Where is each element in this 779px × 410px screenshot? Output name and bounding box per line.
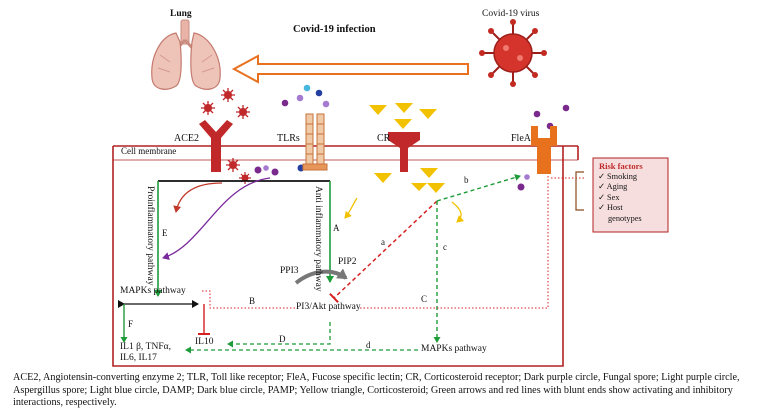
ace2-receptor-icon [199,120,233,172]
lung-icon [151,19,221,90]
flea-receptor-icon [531,126,557,174]
risk-item-genotypes: genotypes [608,213,642,223]
risk-factors-box [575,157,669,233]
risk-item-smoking: ✓ Smoking [598,172,637,181]
ppi3-pip2-arrow [294,268,348,285]
ace2-label: ACE2 [174,133,199,144]
cr-label: CR [377,133,391,144]
edge-label-E: E [162,228,168,238]
activate-line-b [436,174,521,202]
edge-label-b: b [464,175,469,185]
edge-label-A: A [333,223,340,233]
cr-receptor-icon [388,132,420,172]
tlrs-label: TLRs [277,133,300,144]
mapks-il10-link [118,300,210,343]
figure-caption: ACE2, Angiotensin-converting enzyme 2; T… [13,372,740,408]
infection-arrow [231,54,469,84]
edge-label-d: d [366,340,371,350]
il10-label: IL10 [195,337,214,347]
edge-label-F: F [128,319,134,329]
virus-particles [201,88,251,184]
edge-label-D: D [279,334,286,344]
anti-inflammatory-label: Anti inflammatory pathway [313,186,323,292]
purple-curve-arrow [162,177,271,260]
pi3-akt-label: PI3/Akt pathway [296,302,361,312]
risk-factors-list: ✓ Smoking ✓ Aging ✓ Sex ✓ Host genotypes [598,172,642,224]
risk-factors-title: Risk factors [599,161,643,171]
edge-label-C: C [421,294,428,304]
receptor-link-arrows [154,180,334,297]
virus-label: Covid-19 virus [482,9,540,19]
proinflammatory-label: Proinflammatory pathway [145,186,155,286]
tlrs-receptor-icon [302,113,328,171]
edge-label-c: c [443,242,447,252]
cytokines-label-2: IL6, IL17 [120,353,157,363]
flea-label: FleA [511,133,531,144]
cell-membrane-label: Cell membrane [121,146,177,156]
inhibit-line-a [329,200,438,304]
infection-label: Covid-19 infection [293,24,376,35]
yellow-arrow-right [451,201,465,223]
cytokines-label-1: IL1 β, TNFα, [120,342,171,352]
inhibit-line-B [202,290,296,309]
mapks-left-label: MAPKs pathway [120,286,186,296]
corticosteroid-triangles [369,103,445,193]
yellow-arrow-left [344,197,358,219]
mapks-bottom-label: MAPKs pathway [421,344,487,354]
edge-label-B: B [249,296,256,306]
activate-line-D [227,322,331,348]
cell-membrane-box [112,145,579,367]
edge-label-a: a [381,237,385,247]
risk-item-sex: ✓ Sex [598,192,620,202]
risk-item-aging: ✓ Aging [598,182,628,192]
red-curve-arrow [173,182,223,213]
virus-icon [479,19,547,87]
ppi3-label: PPI3 [280,266,299,276]
lung-label: Lung [170,9,192,19]
pip2-label: PIP2 [338,257,357,267]
risk-item-host: ✓ Host [598,203,623,213]
